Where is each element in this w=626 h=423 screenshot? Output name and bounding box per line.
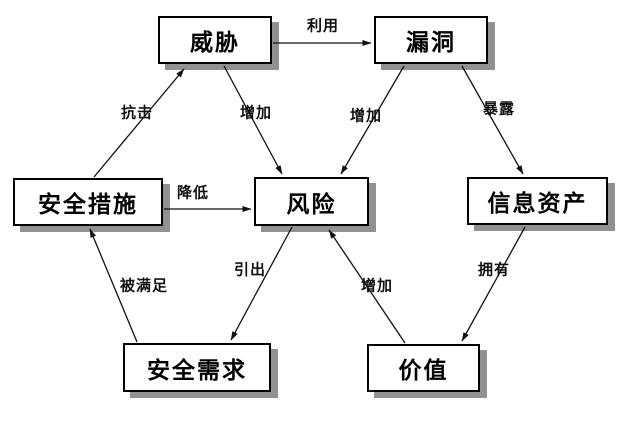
node-value: 价值 — [367, 344, 480, 392]
node-vulnerability: 漏洞 — [374, 16, 488, 64]
node-information-assets: 信息资产 — [467, 177, 608, 225]
node-security-measures: 安全措施 — [13, 178, 163, 226]
node-security-requirements: 安全需求 — [123, 343, 271, 392]
node-risk: 风险 — [254, 177, 369, 226]
node-threat: 威胁 — [158, 16, 272, 64]
